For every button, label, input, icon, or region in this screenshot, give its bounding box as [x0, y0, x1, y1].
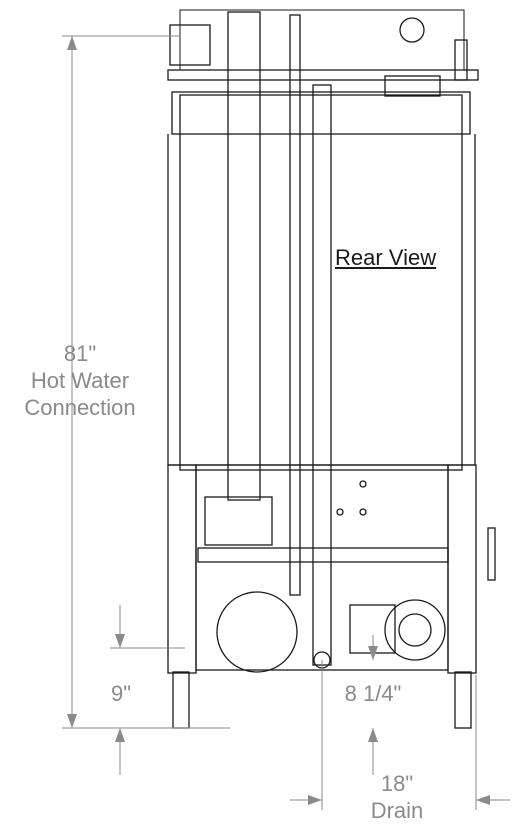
- arrow-8-1-4-down: [368, 646, 378, 660]
- lower-cabinet: [195, 464, 449, 671]
- right-leg: [447, 464, 477, 674]
- booster-heater: [216, 591, 298, 673]
- top-mechanism: [179, 9, 465, 71]
- left-leg: [167, 464, 197, 674]
- right-bracket: [454, 39, 468, 81]
- arrow-8-1-4-up: [368, 728, 378, 742]
- arrow-81-top: [67, 36, 77, 50]
- side-valve: [487, 527, 496, 581]
- gauge-dial: [399, 17, 425, 43]
- drain-pipe: [312, 84, 332, 666]
- arrow-9-down: [115, 634, 125, 648]
- top-plate: [167, 69, 479, 81]
- drain-value: 18": [380, 771, 414, 796]
- control-box-top: [169, 24, 211, 66]
- view-title: Rear View: [335, 245, 437, 270]
- drain-label: Drain: [370, 798, 424, 823]
- upper-cabinet: [179, 94, 463, 471]
- dimension-8-1-4: 8 1/4": [344, 681, 402, 706]
- left-foot: [172, 671, 190, 729]
- shelf-bar: [197, 547, 449, 563]
- drain-dimension: 18" Drain: [362, 770, 432, 824]
- arrow-9-up: [115, 728, 125, 742]
- arrow-18-right: [308, 795, 322, 805]
- hood-band: [171, 91, 471, 135]
- hot-water-dimension: 81" Hot Water Connection: [0, 340, 160, 421]
- arrow-18-left: [476, 795, 490, 805]
- vent-pipe: [227, 11, 261, 501]
- arrow-81-bottom: [67, 714, 77, 728]
- hot-water-label-line1: Hot Water: [30, 368, 130, 393]
- electrical-box: [204, 496, 273, 546]
- top-valve: [384, 75, 441, 97]
- wash-pump: [384, 599, 446, 661]
- dimension-9: 9": [110, 681, 132, 706]
- hot-water-pipe: [289, 14, 301, 596]
- hot-water-value: 81": [63, 341, 97, 366]
- right-foot: [454, 671, 472, 729]
- hot-water-label-line2: Connection: [24, 395, 136, 420]
